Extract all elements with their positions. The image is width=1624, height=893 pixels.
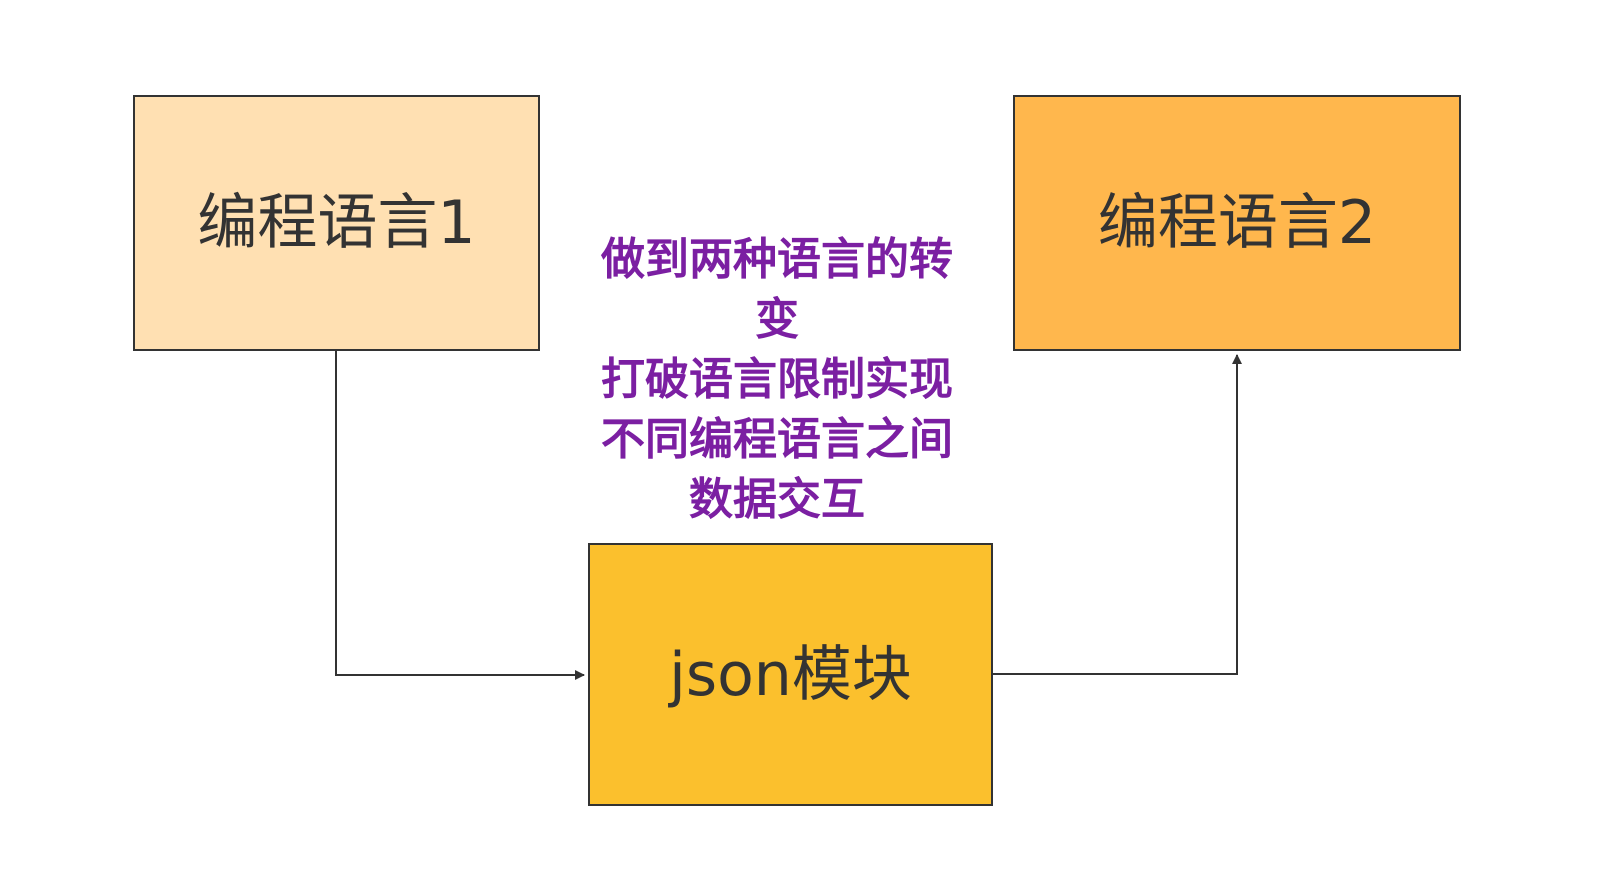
annotation-line: 不同编程语言之间 [601, 414, 953, 465]
node-programming-language-2: 编程语言2 [1013, 95, 1461, 351]
node-json-module: json模块 [588, 543, 993, 806]
node-programming-language-1: 编程语言1 [133, 95, 540, 351]
node-label: json模块 [669, 639, 912, 710]
annotation-line: 数据交互 [689, 474, 865, 525]
annotation-text: 做到两种语言的转 变 打破语言限制实现 不同编程语言之间 数据交互 [572, 230, 982, 530]
edge-json-to-lang2 [993, 354, 1242, 675]
edge-lang1-to-json [335, 351, 585, 680]
annotation-line: 变 [755, 294, 799, 345]
node-label: 编程语言2 [1097, 188, 1377, 258]
annotation-line: 打破语言限制实现 [601, 354, 953, 405]
node-label: 编程语言1 [197, 188, 476, 258]
annotation-line: 做到两种语言的转 [601, 234, 953, 285]
